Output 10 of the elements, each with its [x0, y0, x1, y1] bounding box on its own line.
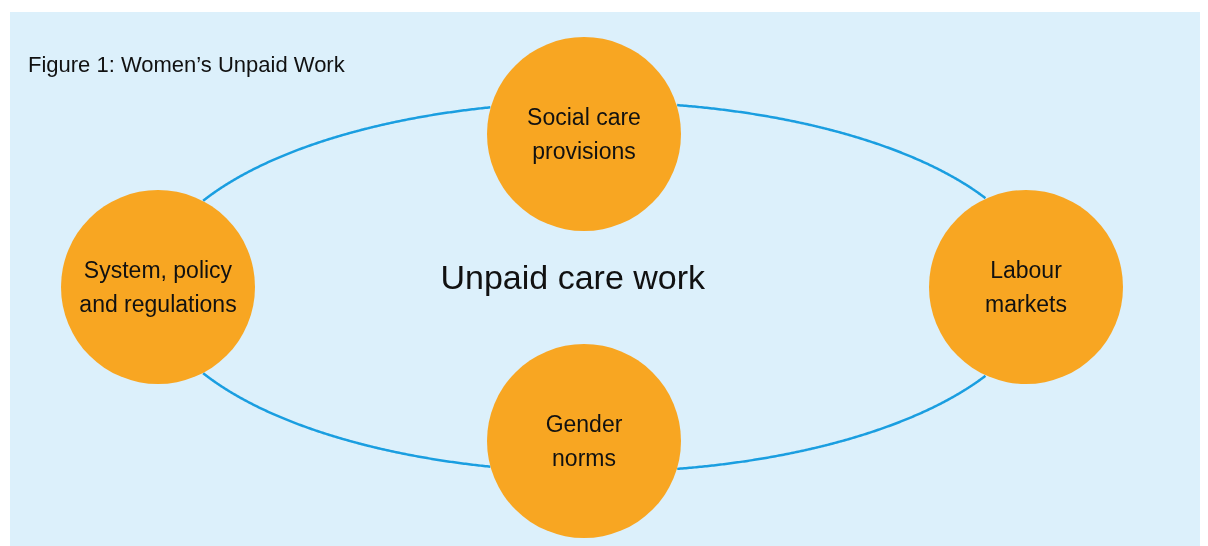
ellipse-arc: [202, 106, 491, 202]
circle-label: System, policy and regulations: [78, 256, 238, 319]
circle-label: Labour markets: [984, 256, 1068, 319]
circle-label: Social care provisions: [526, 103, 642, 166]
ellipse-arc: [677, 374, 987, 471]
ellipse-arc: [677, 103, 987, 200]
center-label: Unpaid care work: [440, 257, 706, 297]
circle-label: Gender norms: [544, 410, 624, 473]
ellipse-arc: [202, 372, 491, 468]
figure-title: Figure 1: Women’s Unpaid Work: [28, 52, 345, 78]
